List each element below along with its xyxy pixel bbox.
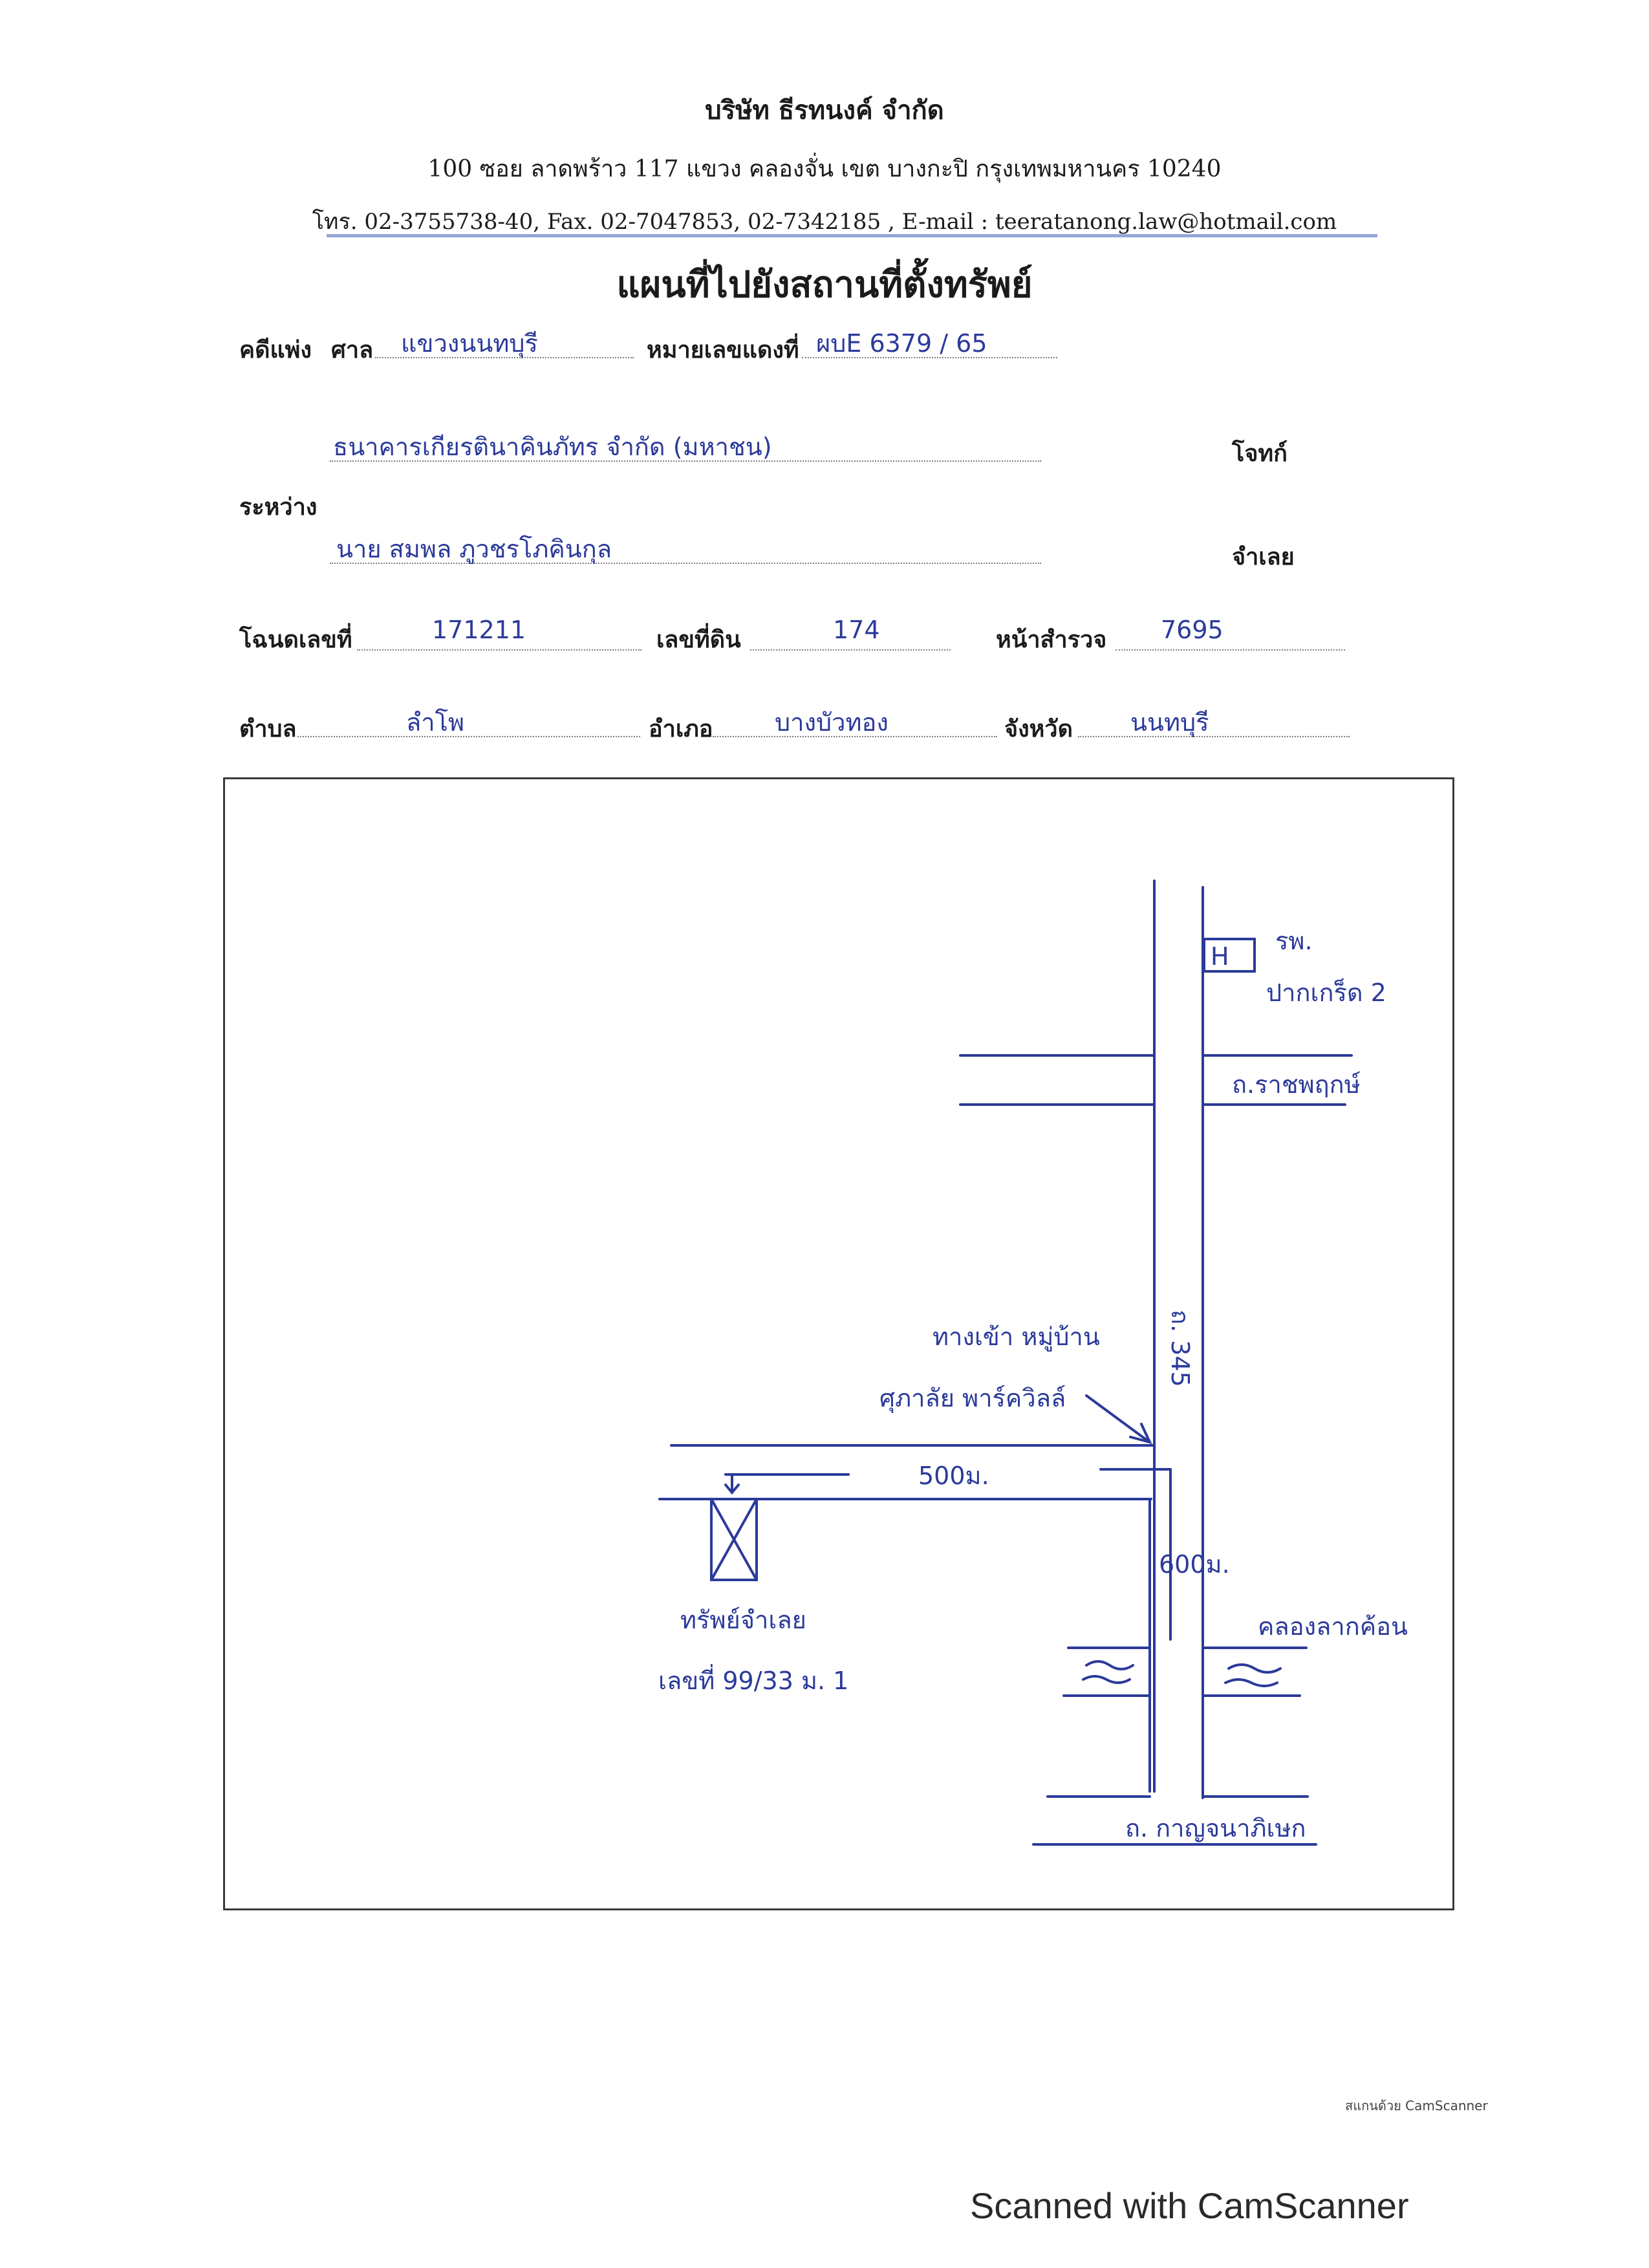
village-label-line1: ทางเข้า หมู่บ้าน [932,1323,1100,1352]
property-arrow-head [724,1484,740,1495]
plaintiff-value: ธนาคารเกียรตินาคินภัทร จำกัด (มหาชน) [333,433,772,461]
property-label-line1: ทรัพย์จำเลย [680,1606,806,1634]
village-arrow-head [1129,1423,1152,1445]
court-line [375,357,634,358]
contact-underline [327,234,1377,237]
canal-label: คลองลากค้อน [1258,1612,1408,1641]
canal-wave-left-2 [1082,1675,1131,1684]
canal-wave-right-2 [1224,1678,1278,1687]
top-road-label: ถ.ราชพฤกษ์ [1232,1070,1361,1099]
village-arrow-shaft [1085,1394,1149,1442]
hospital-label-line2: ปากเกร็ด 2 [1266,978,1386,1007]
province-label: จังหวัด [1004,715,1073,742]
between-label: ระหว่าง [239,493,318,521]
main-road-label: ถ. 345 [1166,1310,1194,1387]
land-number-line [750,649,951,651]
map-frame [223,777,1454,1910]
defendant-value: นาย สมพล ภูวชรโภคินกุล [336,535,612,563]
deed-label: โฉนดเลขที่ [239,626,352,653]
land-number-value: 174 [833,616,880,644]
scanner-watermark: Scanned with CamScanner [970,2185,1409,2226]
hospital-label-line1: รพ. [1275,927,1313,955]
defendant-line [330,563,1041,564]
province-value: นนทบุรี [1130,708,1209,737]
survey-line [1116,649,1345,651]
canal-wave-left-1 [1085,1660,1134,1670]
distance-main-road: 600ม. [1159,1550,1230,1579]
district-line [713,736,997,737]
subdistrict-label: ตำบล [239,715,297,742]
bottom-road-label: ถ. กาญจนาภิเษก [1125,1814,1306,1842]
subdistrict-value: ลำโพ [406,708,465,737]
red-number-line [802,357,1057,358]
survey-label: หน้าสำรวจ [996,626,1107,653]
plaintiff-label: โจทก์ [1232,440,1288,467]
property-cross-b [710,1498,758,1581]
plaintiff-line [330,460,1041,462]
deed-value: 171211 [432,616,526,644]
distance-soi: 500ม. [918,1462,989,1490]
company-contact: โทร. 02-3755738-40, Fax. 02-7047853, 02-… [312,209,1337,235]
district-label: อำเภอ [649,715,713,742]
case-label: คดีแพ่ง [239,336,312,363]
red-number-value: ผบE 6379 / 65 [816,329,987,358]
village-label-line2: ศุภาลัย พาร์ควิลล์ [879,1384,1066,1413]
deed-line [357,649,641,651]
scanner-watermark-small: สแกนด้วย CamScanner [1345,2098,1488,2113]
hospital-symbol: H [1211,942,1229,971]
property-label-line2: เลขที่ 99/33 ม. 1 [658,1664,848,1695]
company-address: 100 ซอย ลาดพร้าว 117 แขวง คลองจั่น เขต บ… [427,156,1222,182]
district-value: บางบัวทอง [775,708,889,737]
land-number-label: เลขที่ดิน [656,626,741,653]
subdistrict-line [297,736,640,737]
canal-wave-right-1 [1227,1663,1282,1674]
hospital-box [1203,938,1256,973]
court-value: แขวงนนทบุรี [401,329,538,358]
property-box [710,1498,758,1581]
company-name: บริษัท ธีรทนงค์ จำกัด [705,95,944,125]
red-number-label: หมายเลขแดงที่ [647,336,799,363]
court-label: ศาล [331,336,374,363]
province-line [1078,736,1350,737]
document-title: แผนที่ไปยังสถานที่ตั้งทรัพย์ [616,263,1033,306]
defendant-label: จำเลย [1232,543,1295,570]
survey-value: 7695 [1161,616,1223,644]
